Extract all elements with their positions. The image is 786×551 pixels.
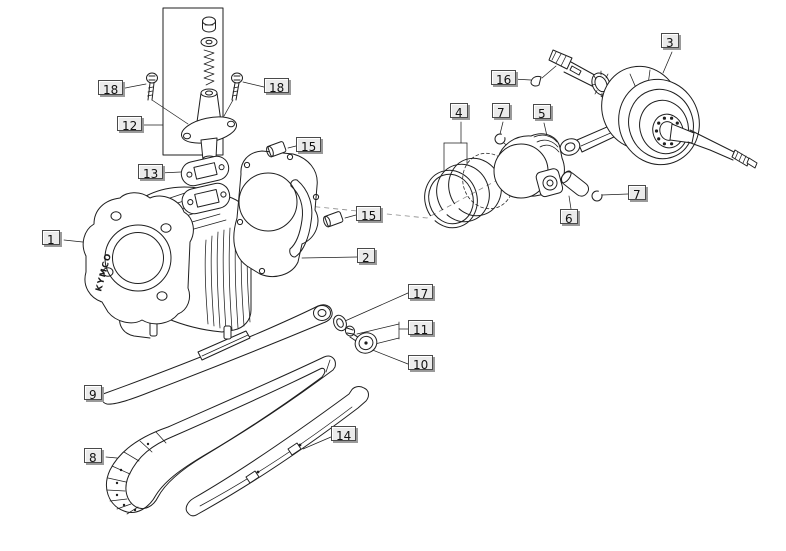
part-label-6[interactable]: 6 [560,209,578,226]
part-label-10[interactable]: 10 [408,355,434,372]
part-label-11[interactable]: 11 [408,320,434,337]
circlip-drawing [494,132,604,202]
part-label-7[interactable]: 7 [492,103,510,120]
tensioner-bolt-drawing [344,325,363,344]
part-label-18[interactable]: 18 [98,80,124,97]
head-gasket-drawing [233,150,320,277]
part-label-2[interactable]: 2 [357,248,375,265]
woodruff-key-drawing [530,75,542,87]
cam-chain-drawing [106,355,336,515]
piston-pin-drawing [560,170,590,197]
part-label-16[interactable]: 16 [491,70,517,87]
part-label-4[interactable]: 4 [450,103,468,120]
dowel-pin-drawing [266,141,287,158]
part-label-1[interactable]: 1 [42,230,60,247]
flange-bolt-drawing [231,72,243,101]
crankshaft-drawing [548,49,758,169]
flange-bolt-drawing [146,72,158,101]
part-label-7-2[interactable]: 7 [628,185,646,202]
tensioner-assembly-drawing [162,7,238,163]
tensioner-blade-drawing [185,386,369,517]
tensioner-gasket-drawing [180,155,230,187]
part-label-3[interactable]: 3 [661,33,679,50]
part-label-5[interactable]: 5 [533,104,551,121]
part-label-9[interactable]: 9 [84,385,102,402]
part-label-15-2[interactable]: 15 [356,206,382,223]
piston-rings-drawing [424,152,514,229]
part-label-12[interactable]: 12 [117,116,143,133]
part-label-13[interactable]: 13 [138,164,164,181]
part-label-8[interactable]: 8 [84,448,102,465]
part-label-14[interactable]: 14 [331,426,357,443]
washer-drawing [333,314,347,332]
part-label-15[interactable]: 15 [296,137,322,154]
part-label-17[interactable]: 17 [408,284,434,301]
piston-drawing [493,133,565,199]
roller-drawing [354,332,378,354]
dowel-pin-drawing [323,211,344,228]
chain-guide-drawing [101,304,333,405]
part-label-18-2[interactable]: 18 [264,78,290,95]
cylinder-drawing: KYMCO [82,182,252,340]
